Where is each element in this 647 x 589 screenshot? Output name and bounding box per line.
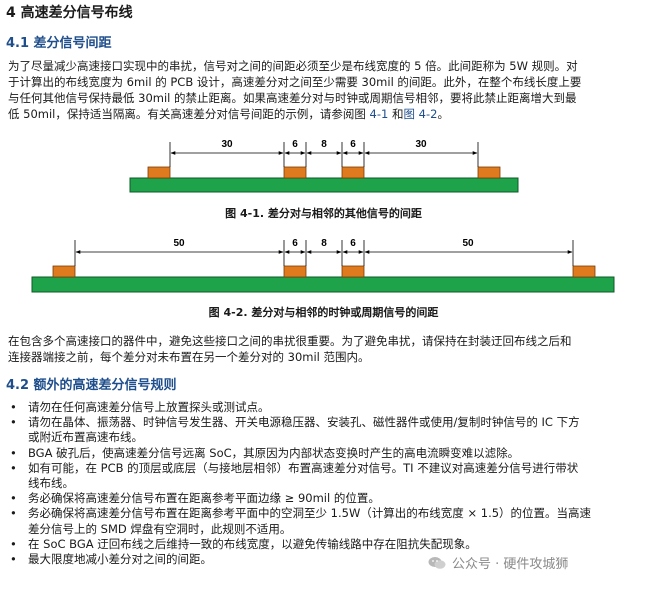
figure-4-1-caption: 图 4-1. 差分对与相邻的其他信号的间距 [225, 207, 422, 220]
bullet-icon: • [10, 445, 17, 460]
trace-pad [283, 166, 307, 179]
paragraph-line: 低 50mil，保持适当隔离。有关高速差分对信号间距的示例，请参阅图 4-1 和… [8, 106, 638, 122]
list-item: • 务必确保将高速差分信号布置在距离参考平面中的空洞至少 1.5W（计算出的布线宽… [8, 506, 638, 536]
figure-4-2-caption: 图 4-2. 差分对与相邻的时钟或周期信号的间距 [208, 306, 439, 319]
list-item-text: 如有可能，在 PCB 的顶层或底层（与接地层相邻）布置高速差分对信号。TI 不建… [28, 460, 579, 475]
extension-lines [169, 142, 479, 167]
subsection-heading-4-1: 4.1 差分信号间距 [6, 36, 112, 51]
list-item-text: 最大限度地减小差分对之间的间距。 [28, 552, 212, 567]
list-item: • 务必确保将高速差分信号布置在距离参考平面边缘 ≥ 90mil 的位置。 [8, 491, 638, 506]
section-title: 4 高速差分信号布线 [6, 5, 133, 21]
paragraph-text: 。 [437, 107, 449, 121]
bullet-icon: • [10, 400, 17, 414]
dimension-label: 6 [292, 238, 298, 249]
wechat-icon [428, 556, 446, 569]
list-item-text: 差分信号上的 SMD 焊盘有空洞时，此规则不适用。 [28, 521, 292, 536]
trace-pad [341, 166, 365, 179]
watermark: 公众号 · 硬件攻城狮 [428, 553, 568, 572]
dimension-label: 6 [292, 139, 298, 150]
list-item-text: 在 SoC BGA 迂回布线之后维持一致的布线宽度，以避免传输线路中存在阻抗失配… [28, 536, 477, 551]
trace-pad [477, 166, 501, 179]
list-item-text: 请勿在任何高速差分信号上放置探头或测试点。 [28, 400, 270, 414]
list-item-text: 请勿在晶体、振荡器、时钟信号发生器、开关电源稳压器、安装孔、磁性器件或使用/复制… [28, 415, 580, 430]
bullet-icon: • [10, 491, 17, 506]
bullet-icon: • [10, 506, 17, 521]
figure-4-2-diagram: 50 6 8 6 50 [31, 238, 615, 293]
figure-link-4-2[interactable]: 图 4-2 [403, 107, 438, 121]
list-item-text: 务必确保将高速差分信号布置在距离参考平面中的空洞至少 1.5W（计算出的布线宽度… [28, 506, 592, 521]
dimension-label: 30 [415, 139, 427, 150]
dimension-label: 30 [221, 139, 233, 150]
paragraph-crosstalk: 在包含多个高速接口的器件中，避免这些接口之间的串扰很重要。为了避免串扰，请保持在… [8, 333, 638, 365]
paragraph-text: 和 [388, 107, 404, 121]
paragraph-line: 于计算出的布线宽度为 6mil 的 PCB 设计，高速差分对之间至少需要 30m… [8, 75, 582, 89]
dimension-label: 6 [350, 139, 356, 150]
bullet-icon: • [10, 536, 17, 551]
paragraph-text: 低 50mil，保持适当隔离。有关高速差分对信号间距的示例，请参阅图 [8, 107, 370, 121]
trace-pad [283, 265, 307, 278]
trace-pad [572, 265, 596, 278]
trace-pad [52, 265, 76, 278]
bullet-icon: • [10, 415, 17, 430]
figure-4-1-diagram: 30 6 8 6 30 [129, 139, 519, 193]
trace-pad [341, 265, 365, 278]
paragraph-line: 为了尽量减少高速接口实现中的串扰，信号对之间的间距必须至少是布线宽度的 5 倍。… [8, 59, 578, 73]
list-item: • 请勿在晶体、振荡器、时钟信号发生器、开关电源稳压器、安装孔、磁性器件或使用/复… [8, 415, 638, 445]
watermark-text: 公众号 · 硬件攻城狮 [452, 557, 569, 572]
trace-pad [147, 166, 171, 179]
rules-bullet-list: • 请勿在任何高速差分信号上放置探头或测试点。 • 请勿在晶体、振荡器、时钟信号发生… [8, 400, 638, 567]
dimension-label: 6 [350, 238, 356, 249]
subsection-heading-4-2: 4.2 额外的高速差分信号规则 [6, 378, 177, 393]
list-item-text: 或附近布置高速布线。 [28, 430, 143, 445]
dimension-label: 8 [321, 238, 327, 249]
dimension-label: 50 [462, 238, 474, 249]
dimension-label: 8 [321, 139, 327, 150]
bullet-icon: • [10, 552, 17, 567]
paragraph-line: 与任何其他信号保持最低 30mil 的禁止距离。如果高速差分对与时钟或周期信号相… [8, 91, 577, 105]
pcb-board [129, 177, 519, 193]
extension-lines [74, 240, 574, 266]
list-item: • 如有可能，在 PCB 的顶层或底层（与接地层相邻）布置高速差分对信号。TI 不… [8, 461, 638, 491]
list-item-text: 务必确保将高速差分信号布置在距离参考平面边缘 ≥ 90mil 的位置。 [28, 491, 380, 506]
list-item-text: 线布线。 [28, 476, 74, 491]
list-item: • 在 SoC BGA 迂回布线之后维持一致的布线宽度，以避免传输线路中存在阻抗失… [8, 537, 638, 552]
list-item-text: BGA 破孔后，使高速差分信号远离 SoC，其原因为内部状态变换时产生的高电流瞬… [28, 445, 520, 460]
pcb-board [31, 276, 615, 293]
list-item: • 最大限度地减小差分对之间的间距。 [8, 552, 638, 567]
list-item: • BGA 破孔后，使高速差分信号远离 SoC，其原因为内部状态变换时产生的高电流… [8, 446, 638, 461]
paragraph-line: 在包含多个高速接口的器件中，避免这些接口之间的串扰很重要。为了避免串扰，请保持在… [8, 334, 572, 348]
list-item: • 请勿在任何高速差分信号上放置探头或测试点。 [8, 400, 638, 415]
dimension-label: 50 [173, 238, 185, 249]
bullet-icon: • [10, 460, 17, 475]
paragraph-spacing-rules: 为了尽量减少高速接口实现中的串扰，信号对之间的间距必须至少是布线宽度的 5 倍。… [8, 58, 638, 122]
paragraph-line: 连接器端接之前，每个差分对未布置在另一个差分对的 30mil 范围内。 [8, 350, 370, 364]
figure-link-4-1[interactable]: 4-1 [369, 107, 389, 121]
